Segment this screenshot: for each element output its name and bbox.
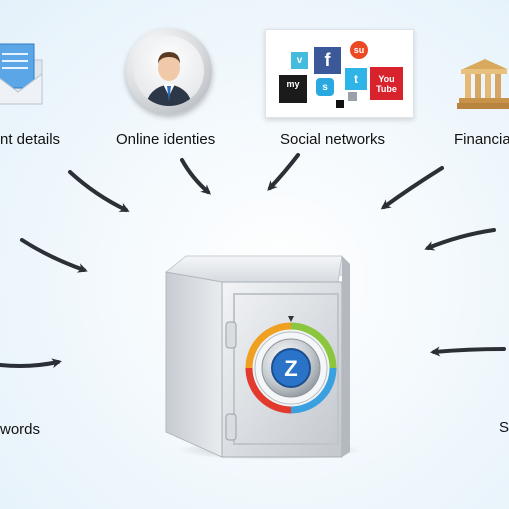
arrow-right-bottom xyxy=(430,346,506,357)
label-passwords: words xyxy=(0,421,41,438)
arrow-right-middle xyxy=(424,228,496,251)
arrow-social-networks xyxy=(267,153,300,191)
facebook-icon: f xyxy=(314,47,341,74)
vimeo-icon: v xyxy=(291,52,308,69)
arrow-online-identities xyxy=(180,158,212,195)
label-financial: Financia xyxy=(454,131,509,148)
dial-letter: Z xyxy=(284,356,297,381)
label-right-bottom: S xyxy=(499,419,509,436)
small-grey-square xyxy=(348,92,357,101)
label-account-details: nt details xyxy=(0,131,61,148)
user-avatar-icon xyxy=(126,28,212,114)
stumbleupon-icon: su xyxy=(350,41,368,59)
small-black-square xyxy=(336,100,344,108)
envelope-icon xyxy=(0,40,46,106)
arrow-left-middle xyxy=(20,238,88,273)
bank-building-icon xyxy=(455,55,509,115)
label-online-identities: Online identies xyxy=(116,131,216,148)
arrow-financial xyxy=(380,166,444,210)
skype-icon: s xyxy=(316,78,334,96)
arrow-passwords xyxy=(0,358,62,369)
twitter-icon: t xyxy=(345,68,367,90)
safe-icon: Z xyxy=(162,252,362,462)
myspace-icon: my xyxy=(279,75,307,103)
arrow-account-details xyxy=(68,170,130,212)
label-social-networks: Social networks xyxy=(280,131,386,148)
